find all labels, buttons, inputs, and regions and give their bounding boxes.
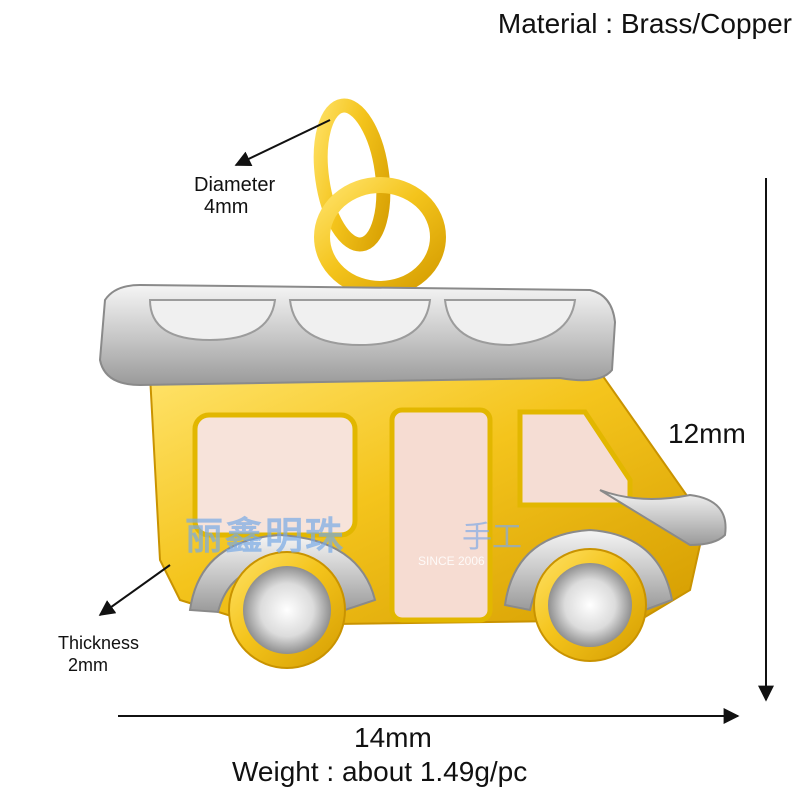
watermark-brand: 丽鑫明珠 (185, 516, 346, 558)
diameter-title: Diameter (194, 174, 276, 196)
material-label: Material : Brass/Copper (497, 8, 792, 39)
thickness-arrow (98, 564, 171, 616)
height-label: 12mm (668, 418, 746, 449)
diameter-label: Diameter 4mm (194, 174, 275, 218)
watermark-shop: 手工 (462, 521, 522, 554)
thickness-value: 2mm (68, 655, 108, 675)
zircon-wheel-icon (228, 548, 647, 669)
diameter-value: 4mm (204, 196, 249, 218)
width-label: 14mm (354, 722, 432, 753)
diameter-arrow (234, 119, 331, 166)
thickness-title: Thickness (58, 633, 140, 653)
weight-label: Weight : about 1.49g/pc (232, 756, 528, 787)
thickness-label: Thickness 2mm (58, 632, 139, 676)
dimension-arrows (98, 119, 774, 724)
jump-ring-icon (313, 98, 446, 297)
watermark-since: SINCE 2006 (418, 554, 485, 568)
